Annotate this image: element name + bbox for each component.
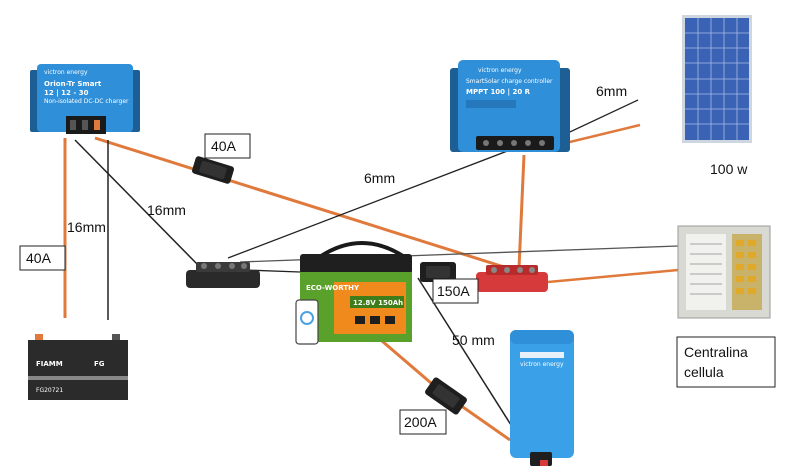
inverter-body [510, 330, 574, 458]
victron-inverter: victron energy [510, 330, 574, 466]
mppt-terminal-5 [539, 140, 545, 146]
orion-title: Orion-Tr Smart [44, 80, 102, 88]
label-box-control-unit [676, 336, 776, 388]
orion-body [37, 64, 133, 132]
busbar-positive-stud-1 [491, 267, 497, 273]
fuse-holder-200a [425, 377, 467, 415]
wire-fuse-200a-to-inverter [459, 403, 511, 442]
label-box-200a [399, 409, 447, 435]
busbar-negative-top [196, 262, 250, 272]
main-lithium-battery: ECO-WORTHY 12.8V 150Ah [295, 241, 412, 345]
busbar-positive-stud-4 [529, 267, 535, 273]
battery-connector-2 [370, 316, 380, 324]
control-unit-label-area [686, 234, 726, 310]
aux-battery-badge: FG [94, 360, 105, 368]
label-40a-left: 40A [26, 250, 52, 266]
mppt-solar-charger: victron energy SmartSolar charge control… [450, 60, 570, 152]
mppt-icons-row [466, 100, 516, 108]
solar-panel [682, 15, 752, 143]
orion-model: 12 | 12 - 30 [44, 89, 89, 98]
label-200a: 200A [404, 414, 437, 430]
busbar-negative-stud-4 [241, 263, 247, 269]
aux-battery-model: FG20721 [36, 387, 63, 394]
aux-battery-terminals [35, 334, 43, 340]
label-box-40a-left [19, 245, 66, 271]
label-6mm-right: 6mm [596, 83, 627, 99]
orion-terminal-2 [82, 120, 88, 130]
inverter-brand: victron energy [520, 361, 564, 368]
label-control-unit-line2: cellula [684, 364, 724, 380]
inverter-display-band [520, 352, 564, 358]
busbar-negative [186, 262, 260, 288]
aux-battery-body [28, 340, 128, 400]
mppt-terminal-4 [525, 140, 531, 146]
inverter-terminal-pos [540, 460, 548, 466]
battery-lid [300, 254, 412, 274]
label-box-40a-top [204, 133, 251, 159]
busbar-positive-top [486, 265, 538, 275]
fuse-holder-150a [420, 262, 456, 282]
mppt-terminal-1 [483, 140, 489, 146]
mppt-model: MPPT 100 | 20 R [466, 88, 531, 97]
battery-brand: ECO-WORTHY [306, 284, 360, 292]
label-16mm-vertical: 16mm [67, 219, 106, 235]
aux-battery-fiamm: FIAMM FG FG20721 [28, 334, 128, 400]
busbar-positive-base [476, 272, 548, 292]
label-16mm-diagonal: 16mm [147, 202, 186, 218]
aux-battery-brand: FIAMM [36, 360, 63, 368]
battery-app-phone [295, 299, 319, 345]
label-50mm: 50 mm [452, 332, 495, 348]
wire-busbar-red-to-control-unit [547, 268, 679, 284]
aux-battery-terminal-neg [112, 334, 120, 340]
busbar-negative-base [186, 270, 260, 288]
labels: 40A 40A 150A 200A Centralina cellula 16m… [19, 83, 776, 435]
aux-battery-stripe [28, 376, 128, 380]
control-unit-fuses [736, 240, 756, 294]
busbar-positive-stud-3 [517, 267, 523, 273]
mppt-terminal-3 [511, 140, 517, 146]
busbar-positive [476, 265, 548, 292]
mppt-brand: victron energy [478, 67, 522, 74]
orion-dc-dc-charger: victron energy Orion-Tr Smart 12 | 12 - … [30, 64, 140, 134]
label-6mm-middle: 6mm [364, 170, 395, 186]
battery-spec-band [350, 296, 404, 308]
battery-connector-1 [355, 316, 365, 324]
busbar-negative-stud-3 [229, 263, 235, 269]
battery-spec: 12.8V 150Ah [353, 299, 403, 307]
label-box-150a [432, 278, 479, 304]
fuse-holder-40a [191, 156, 235, 184]
battery-connector-3 [385, 316, 395, 324]
busbar-negative-stud-2 [215, 263, 221, 269]
orion-subtitle: Non-isolated DC-DC charger [44, 98, 129, 105]
control-unit-panel [677, 225, 771, 319]
wire-orion-to-busbar-black [74, 139, 199, 266]
busbar-positive-stud-2 [504, 267, 510, 273]
orion-terminal-3 [94, 120, 100, 130]
label-control-unit-line1: Centralina [684, 344, 748, 360]
orion-brand: victron energy [44, 69, 88, 76]
inverter-top-band [510, 330, 574, 344]
control-unit-fuse-area [732, 234, 762, 310]
battery-app-gauge [300, 311, 314, 325]
battery-handle [316, 241, 408, 260]
mppt-terminal-2 [497, 140, 503, 146]
control-unit-label-lines [690, 243, 722, 295]
wire-busbar-black-to-mppt [227, 149, 511, 259]
label-150a: 150A [437, 283, 470, 299]
wire-orion-to-busbar-red [94, 136, 521, 274]
label-40a-top: 40A [211, 138, 237, 154]
label-panel-power: 100 w [710, 161, 748, 177]
busbar-negative-stud-1 [201, 263, 207, 269]
orion-terminal-1 [70, 120, 76, 130]
mppt-title: SmartSolar charge controller [466, 78, 553, 85]
solar-panel-grid [685, 18, 749, 140]
wire-mppt-to-busbar-red [517, 154, 526, 269]
